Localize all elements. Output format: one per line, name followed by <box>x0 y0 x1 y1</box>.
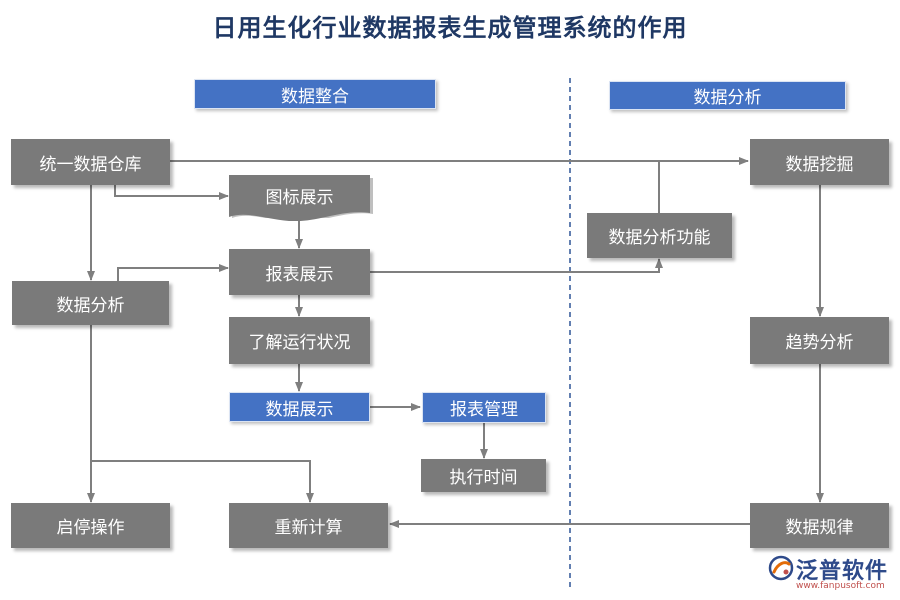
section-header-integration: 数据整合 <box>194 79 436 109</box>
brand-watermark: 泛普软件 www.fanpusoft.com <box>768 553 898 597</box>
node-report-display: 报表展示 <box>229 249 370 295</box>
node-start-stop: 启停操作 <box>11 503 170 548</box>
node-execution-time: 执行时间 <box>421 459 546 492</box>
node-data-mining: 数据挖掘 <box>750 139 889 185</box>
node-analysis-function: 数据分析功能 <box>587 213 732 258</box>
node-unified-warehouse: 统一数据仓库 <box>11 139 170 185</box>
node-data-display: 数据展示 <box>229 392 370 422</box>
node-recalculate: 重新计算 <box>229 503 388 548</box>
diagram-title: 日用生化行业数据报表生成管理系统的作用 <box>212 13 688 42</box>
node-trend-analysis: 趋势分析 <box>750 317 889 364</box>
brand-name: 泛普软件 <box>796 559 889 584</box>
node-data-analysis: 数据分析 <box>12 281 169 325</box>
node-chart-display: 图标展示 <box>229 175 370 221</box>
arrow-analysis-to-recalculate <box>91 460 314 503</box>
node-data-patterns: 数据规律 <box>750 503 889 548</box>
brand-url: www.fanpusoft.com <box>796 581 885 591</box>
arrow-analysis-to-report <box>117 264 229 281</box>
section-header-analysis: 数据分析 <box>609 81 846 110</box>
arrow-warehouse-to-chart <box>114 185 229 200</box>
arrow-report-to-function <box>370 258 663 273</box>
brand-logo-icon <box>768 555 794 581</box>
node-understand-status: 了解运行状况 <box>229 317 370 364</box>
node-report-management: 报表管理 <box>422 392 546 423</box>
